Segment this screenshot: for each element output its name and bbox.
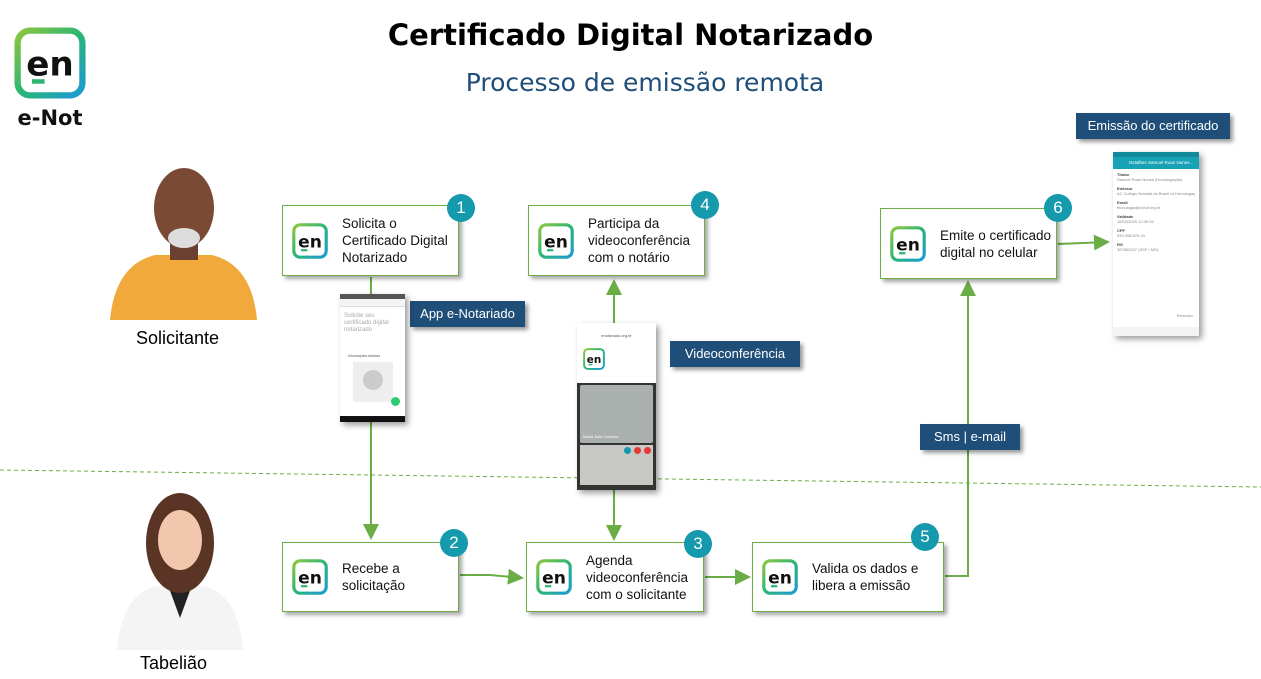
app-section: Informações básicas [348,354,381,358]
requester-label: Solicitante [136,328,220,348]
step-badge: 5 [911,523,939,551]
step-badge: 1 [447,194,475,222]
cert-field-label: Titular [1117,172,1130,177]
step-text: Emite o certificado digital no celular [940,227,1052,260]
page-subtitle: Processo de emissão remota [465,68,825,97]
arrow-5-6 [945,280,976,577]
step-text: Solicita o Certificado Digital Notarizad… [342,216,448,265]
step-5-box: Valida os dados e libera a emissão [752,542,944,612]
video-label: Videoconferência [670,341,800,367]
emission-label: Emissão do certificado [1076,113,1230,139]
participant-name: Maria Julia Celarino [583,434,619,439]
cert-field-label: RG [1117,242,1123,247]
remove-button[interactable]: Remover [1176,313,1193,318]
en-logo-icon [890,226,926,262]
video-screenshot: enotariado.org.br Maria Julia Celarino [577,323,656,490]
mute-button[interactable] [634,447,641,454]
cert-field-label: Email [1117,200,1128,205]
sms-label: Sms | e-mail [920,424,1020,450]
step-2-box: Recebe a solicitação [282,542,459,612]
arrow-6-cert [1057,234,1110,251]
app-screenshot: Solicite seu certificado digital notariz… [340,294,405,422]
step-text: Participa da videoconferência com o notá… [588,216,691,265]
step-3-box: Agenda videoconferência com o solicitant… [526,542,704,612]
step-1-box: Solicita o Certificado Digital Notarizad… [282,205,459,276]
step-6-box: Emite o certificado digital no celular [880,208,1057,279]
notary-label: Tabelião [140,653,208,673]
cert-field-value: tecnologia@cnbcf.org.br [1117,205,1161,210]
en-logo-icon [292,223,328,259]
step-text: Agenda videoconferência com o solicitant… [586,552,689,602]
step-text: Recebe a solicitação [342,561,406,593]
cert-title: Detalhes Samuel Ruan Nunes... [1113,157,1199,169]
hangup-button[interactable] [644,447,651,454]
page-title: Certificado Digital Notarizado [387,18,874,52]
step-badge: 6 [1044,194,1072,222]
en-logo-icon [536,559,572,595]
brand-name: e-Not [17,106,83,130]
en-logo-icon [538,223,574,259]
notary-photo [117,493,243,650]
cert-field-value: AC Colégio Notarial do Brasil v4 Homolog… [1117,191,1195,196]
step-badge: 2 [440,529,468,557]
cert-field-value: 367852007 (SSP / MG) [1117,247,1159,252]
cert-field-value: 15/02/2025 12:49:34 [1117,219,1154,224]
requester-photo [110,160,257,320]
app-label: App e-Notariado [410,301,525,327]
app-heading: Solicite seu certificado digital notariz… [344,313,389,333]
step-4-box: Participa da videoconferência com o notá… [528,205,705,276]
en-logo-icon [292,559,328,595]
cert-field-value: Samuel Ruan Nunes (Homologação) [1117,177,1183,182]
step-badge: 3 [684,530,712,558]
cert-field-label: Validade [1117,214,1134,219]
step-text: Valida os dados e libera a emissão [812,561,919,593]
brand-logo: e-Not [14,27,86,130]
en-logo-icon [583,348,605,370]
camera-button[interactable] [624,447,631,454]
arrow-2-3 [460,568,524,585]
step-badge: 4 [691,191,719,219]
video-url: enotariado.org.br [601,333,632,338]
en-logo-icon [762,559,798,595]
cert-field-value: 939.398.676-24 [1117,233,1146,238]
cert-field-label: Emissor [1117,186,1133,191]
cert-field-label: CPF [1117,228,1125,233]
